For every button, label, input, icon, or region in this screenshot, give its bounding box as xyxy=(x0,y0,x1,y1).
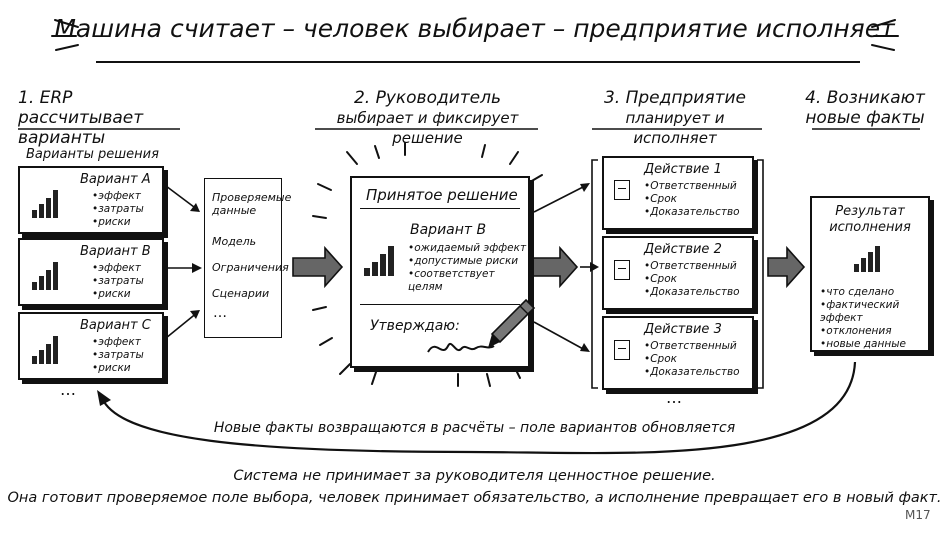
column-header-2-line2: выбирает и фиксирует решение xyxy=(336,109,519,147)
checklist-line xyxy=(618,188,626,189)
column-header-3: 3. Предприятие планирует и исполняет xyxy=(585,88,765,148)
bullet: отклонения xyxy=(820,325,928,338)
column-header-3-line1: 3. Предприятие xyxy=(603,88,746,108)
option-card-a: Вариант A эффект затраты риски xyxy=(18,166,164,234)
bullet: затраты xyxy=(92,275,144,288)
options-more: … xyxy=(60,380,76,399)
bullet: Срок xyxy=(644,193,740,206)
option-bullets: эффект затраты риски xyxy=(92,262,144,301)
footer-line-1: Система не принимает за руководителя цен… xyxy=(233,468,716,484)
checks-card: Проверяемые данные Модель Ограничения Сц… xyxy=(204,178,292,338)
bullet: риски xyxy=(92,288,144,301)
bar-chart-icon xyxy=(32,262,58,290)
bullet: Срок xyxy=(644,353,740,366)
bullet: затраты xyxy=(92,203,144,216)
checklist-line xyxy=(618,348,626,349)
column-header-2-line1: 2. Руководитель xyxy=(353,88,502,108)
checklist-icon xyxy=(614,180,630,200)
check-item: Проверяемые данные xyxy=(212,191,292,217)
bullet: эффект xyxy=(92,336,144,349)
checklist-line xyxy=(618,268,626,269)
bar-chart-icon xyxy=(32,336,58,364)
checks-more: … xyxy=(213,305,227,321)
action-bullets: Ответственный Срок Доказательство xyxy=(644,340,740,379)
column-header-4: 4. Возникают новые факты xyxy=(805,88,925,128)
bar-chart-icon xyxy=(854,246,880,272)
bullet: соответствует целям xyxy=(408,268,528,294)
column-header-3-line2: планирует и исполняет xyxy=(625,109,725,147)
bullet: эффект xyxy=(92,190,144,203)
bullet: Доказательство xyxy=(644,206,739,219)
bullet: новые данные xyxy=(820,338,928,351)
bullet: Доказательство xyxy=(644,286,739,299)
column-header-4-line2: новые факты xyxy=(805,108,925,128)
divider xyxy=(360,208,520,209)
bullet: фактический эффект xyxy=(820,299,928,325)
bar-chart-icon xyxy=(32,190,58,218)
options-heading: Варианты решения xyxy=(26,147,159,162)
result-card: Результат исполнения что сделано фактиче… xyxy=(810,196,930,352)
decision-bullets: ожидаемый эффект допустимые риски соотве… xyxy=(408,242,528,294)
check-item: Ограничения xyxy=(212,261,289,274)
option-name: Вариант A xyxy=(80,172,151,187)
page-title: Машина считает – человек выбирает – пред… xyxy=(54,14,895,43)
bullet: Срок xyxy=(644,273,740,286)
column-header-4-line1: 4. Возникают xyxy=(805,88,925,108)
page-label: M17 xyxy=(905,508,931,522)
action-name: Действие 2 xyxy=(644,242,722,257)
checklist-icon xyxy=(614,260,630,280)
result-title: Результат исполнения xyxy=(829,204,911,235)
option-card-b: Вариант B эффект затраты риски xyxy=(18,238,164,306)
action-bullets: Ответственный Срок Доказательство xyxy=(644,260,740,299)
column-header-1: 1. ERP рассчитывает варианты xyxy=(18,88,144,148)
footer-line-2: Она готовит проверяемое поле выбора, чел… xyxy=(7,490,942,506)
action-name: Действие 1 xyxy=(644,162,722,177)
decision-variant: Вариант B xyxy=(410,222,487,238)
signature-icon xyxy=(427,343,495,353)
bullet: Доказательство xyxy=(644,366,739,379)
bullet: затраты xyxy=(92,349,144,362)
feedback-label: Новые факты возвращаются в расчёты – пол… xyxy=(213,420,736,436)
check-item: Модель xyxy=(212,235,257,248)
action-card-2: Действие 2 Ответственный Срок Доказатель… xyxy=(602,236,754,310)
actions-more: … xyxy=(666,388,682,407)
column-header-2: 2. Руководитель выбирает и фиксирует реш… xyxy=(315,88,540,148)
result-bullets: что сделано фактический эффект отклонени… xyxy=(820,286,928,351)
option-bullets: эффект затраты риски xyxy=(92,190,144,229)
action-card-3: Действие 3 Ответственный Срок Доказатель… xyxy=(602,316,754,390)
option-bullets: эффект затраты риски xyxy=(92,336,144,375)
action-name: Действие 3 xyxy=(644,322,722,337)
bullet: что сделано xyxy=(820,286,928,299)
bullet: Ответственный xyxy=(644,180,740,193)
pen-icon xyxy=(488,298,536,348)
option-card-c: Вариант C эффект затраты риски xyxy=(18,312,164,380)
approve-label: Утверждаю: xyxy=(370,318,460,334)
bullet: Ответственный xyxy=(644,260,740,273)
checklist-icon xyxy=(614,340,630,360)
option-name: Вариант B xyxy=(80,244,151,259)
bullet: риски xyxy=(92,216,144,229)
decision-title: Принятое решение xyxy=(366,186,518,204)
bullet: эффект xyxy=(92,262,144,275)
bullet: допустимые риски xyxy=(408,255,528,268)
action-bullets: Ответственный Срок Доказательство xyxy=(644,180,740,219)
bullet: риски xyxy=(92,362,144,375)
decision-card: Принятое решение Вариант B ожидаемый эфф… xyxy=(350,176,536,368)
option-name: Вариант C xyxy=(80,318,151,333)
action-card-1: Действие 1 Ответственный Срок Доказатель… xyxy=(602,156,754,230)
check-item: Сценарии xyxy=(212,287,270,300)
bullet: ожидаемый эффект xyxy=(408,242,528,255)
divider xyxy=(360,304,520,305)
bar-chart-icon xyxy=(364,246,394,276)
bullet: Ответственный xyxy=(644,340,740,353)
